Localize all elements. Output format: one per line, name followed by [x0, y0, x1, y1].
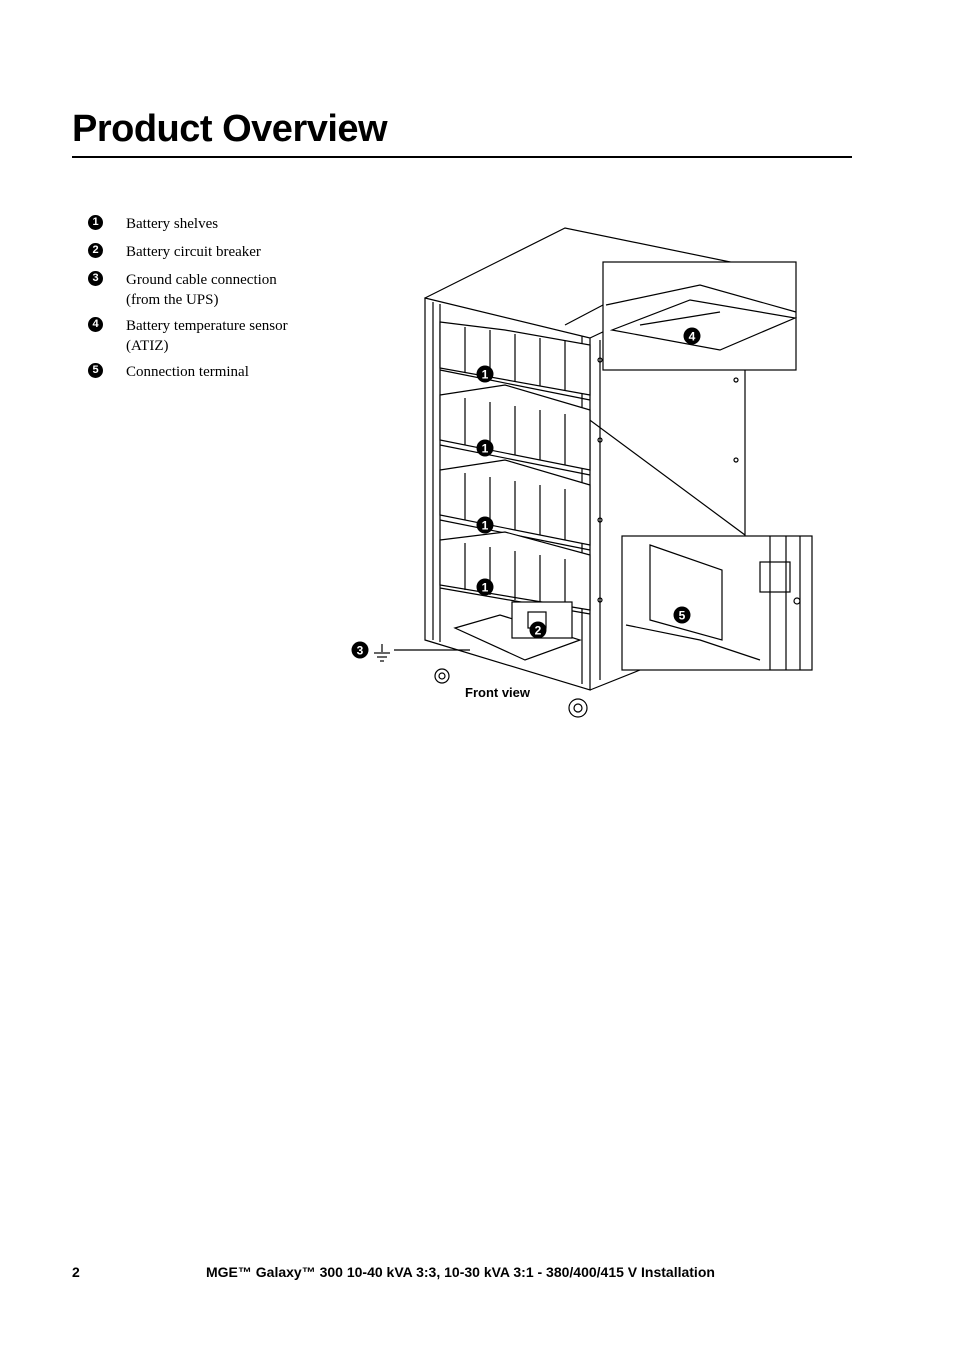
- legend-item: 2 Battery circuit breaker: [86, 242, 326, 264]
- legend-label: Ground cable connection (from the UPS): [126, 272, 277, 308]
- callout-1-shelf-c: 1: [476, 516, 494, 534]
- svg-text:1: 1: [482, 442, 489, 456]
- page-number: 2: [72, 1264, 80, 1280]
- svg-text:2: 2: [535, 624, 542, 638]
- svg-text:1: 1: [482, 519, 489, 533]
- page-title: Product Overview: [72, 108, 388, 150]
- legend-list: 1 Battery shelves 2 Battery circuit brea…: [86, 214, 326, 390]
- callout-3-badge: 3: [88, 271, 103, 286]
- svg-text:1: 1: [482, 581, 489, 595]
- callout-2-breaker: 2: [529, 621, 547, 639]
- callout-4-sensor: 4: [683, 327, 701, 345]
- callout-1-shelf-a: 1: [476, 365, 494, 383]
- callout-4-badge: 4: [88, 317, 103, 332]
- legend-label: Battery circuit breaker: [126, 244, 261, 260]
- legend-item: 3 Ground cable connection (from the UPS): [86, 270, 326, 310]
- callout-1-badge: 1: [88, 215, 103, 230]
- figure-caption: Front view: [465, 685, 531, 700]
- legend-item: 5 Connection terminal: [86, 362, 326, 384]
- footer-document-title: MGE™ Galaxy™ 300 10-40 kVA 3:3, 10-30 kV…: [206, 1264, 715, 1280]
- svg-text:5: 5: [679, 609, 686, 623]
- callout-2-badge: 2: [88, 243, 103, 258]
- battery-cabinet-figure: 1 1 1 1 2 3 4 5 Front view: [351, 227, 813, 718]
- ground-icon: [374, 644, 390, 662]
- callout-1-shelf-b: 1: [476, 439, 494, 457]
- callout-1-shelf-d: 1: [476, 578, 494, 596]
- callout-5-badge: 5: [88, 363, 103, 378]
- legend-label: Battery shelves: [126, 216, 219, 232]
- legend-item: 1 Battery shelves: [86, 214, 326, 236]
- svg-text:1: 1: [482, 368, 489, 382]
- svg-text:4: 4: [689, 330, 696, 344]
- svg-text:3: 3: [357, 644, 364, 658]
- legend-label: Battery temperature sensor (ATIZ): [126, 318, 288, 354]
- callout-5-terminal: 5: [673, 606, 691, 624]
- legend-label: Connection terminal: [126, 364, 249, 380]
- title-rule: [72, 156, 852, 158]
- callout-3-ground: 3: [351, 641, 369, 659]
- cabinet-drawing: [394, 227, 813, 718]
- legend-item: 4 Battery temperature sensor (ATIZ): [86, 316, 326, 356]
